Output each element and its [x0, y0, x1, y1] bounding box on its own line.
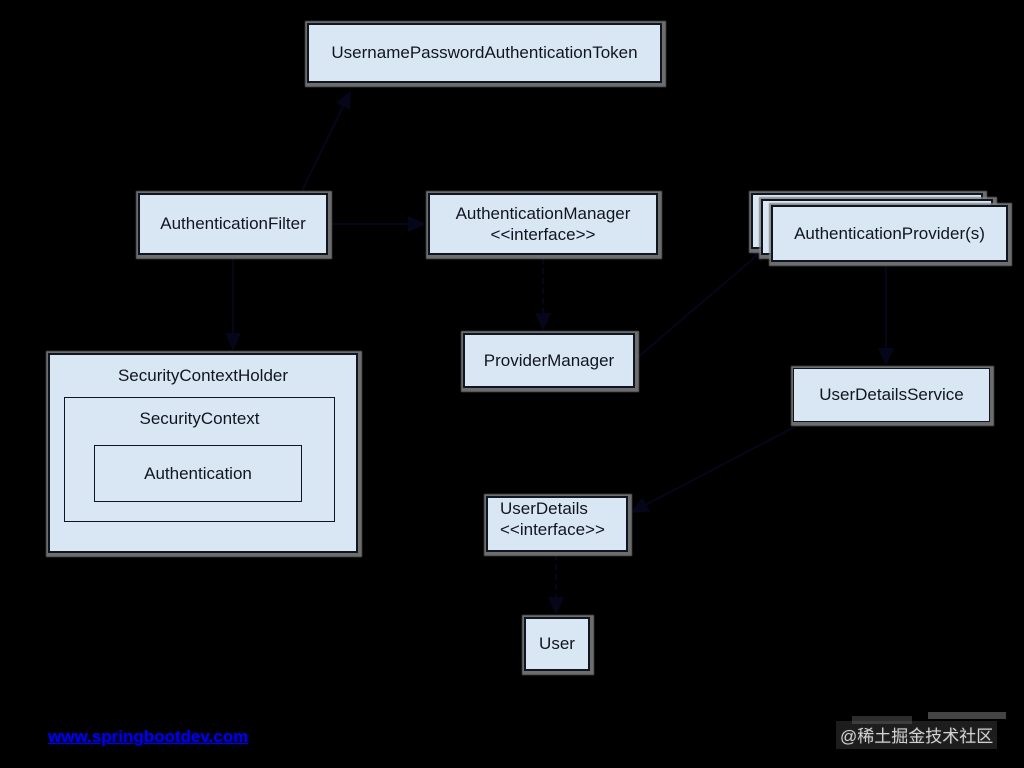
node-label: UsernamePasswordAuthenticationToken	[331, 43, 638, 63]
node-user: User	[524, 617, 590, 671]
node-label: UserDetails	[500, 499, 588, 518]
node-username-password-authentication-token: UsernamePasswordAuthenticationToken	[307, 23, 662, 83]
node-label: ProviderManager	[483, 350, 615, 370]
node-authentication-filter: AuthenticationFilter	[138, 193, 328, 255]
node-label: SecurityContext	[139, 409, 260, 428]
watermark-artifact-patch	[852, 716, 912, 724]
node-label: User	[539, 634, 575, 654]
springbootdev-link[interactable]: www.springbootdev.com	[48, 727, 249, 746]
node-label: AuthenticationFilter	[160, 214, 306, 234]
node-authentication: Authentication	[94, 445, 302, 502]
node-user-details-service: UserDetailsService	[793, 368, 990, 422]
node-label: UserDetailsService	[819, 385, 964, 405]
node-authentication-providers: AuthenticationProvider(s)	[771, 205, 1008, 262]
node-label: AuthenticationManager	[455, 203, 631, 223]
node-authentication-manager: AuthenticationManager <<interface>>	[428, 193, 658, 255]
node-stereotype: <<interface>>	[490, 225, 596, 244]
node-stereotype: <<interface>>	[500, 520, 605, 540]
node-label: AuthenticationProvider(s)	[794, 223, 985, 243]
node-user-details: UserDetails <<interface>>	[486, 496, 628, 552]
watermark-artifact-bar	[928, 712, 1006, 719]
node-label: SecurityContextHolder	[117, 366, 289, 385]
juejin-watermark: @稀土掘金技术社区	[836, 721, 998, 749]
node-provider-manager: ProviderManager	[463, 333, 635, 388]
node-label: Authentication	[144, 463, 252, 483]
